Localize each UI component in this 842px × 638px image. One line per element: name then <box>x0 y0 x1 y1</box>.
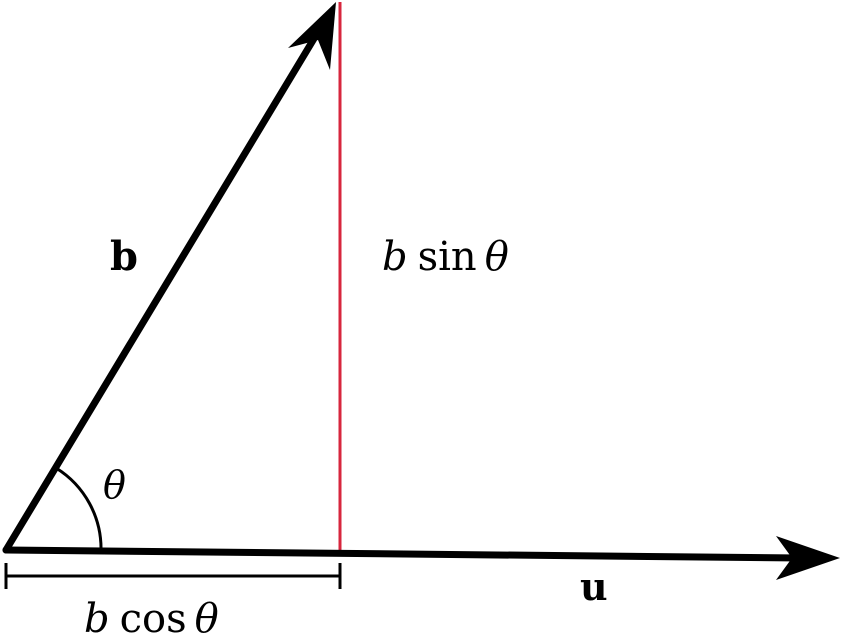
vector-b-line <box>2 28 322 554</box>
vector-b-arrowhead <box>288 2 336 70</box>
sin-fn: sin <box>418 234 477 280</box>
angle-theta-label: θ <box>103 463 126 507</box>
cos-fn: cos <box>120 596 187 638</box>
vector-u-line <box>2 546 804 562</box>
sin-arg: θ <box>485 234 509 280</box>
cos-coef: b <box>84 596 110 638</box>
angle-arc <box>55 466 103 552</box>
sin-coef: b <box>382 234 408 280</box>
vector-u-arrowhead <box>776 536 840 580</box>
cos-arg: θ <box>195 596 219 638</box>
vector-b-label: b <box>110 233 138 280</box>
vector-u-label: u <box>580 564 608 609</box>
